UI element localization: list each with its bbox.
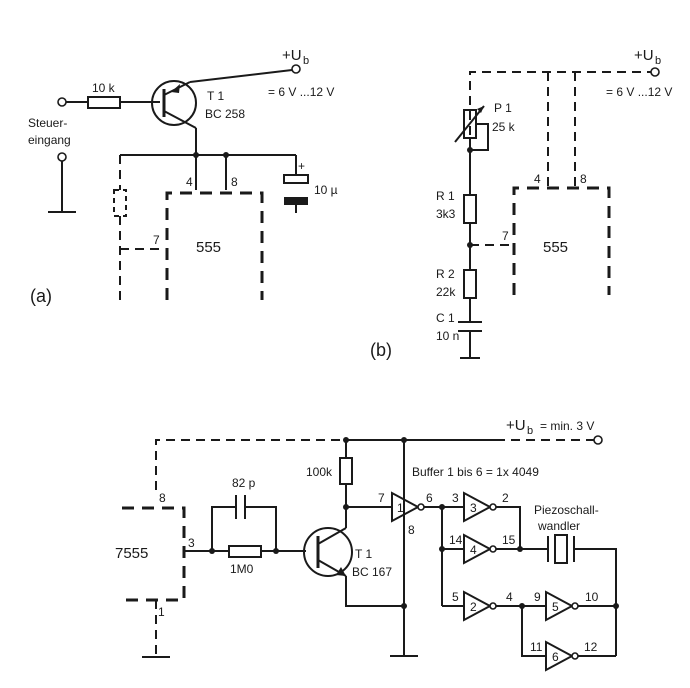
transistor-t1-a xyxy=(151,80,197,126)
buffer-5-in-pin: 9 xyxy=(534,590,541,604)
supply-terminal-a xyxy=(291,64,301,74)
pin8-b: 8 xyxy=(580,172,587,186)
control-input-label-2: eingang xyxy=(28,133,71,147)
circuit-b: +U b = 6 V ...12 V P 1 25 k R 1 3k3 R 2 … xyxy=(370,47,672,360)
buffer-6-out-pin: 12 xyxy=(584,640,598,654)
capacitor-82p-label: 82 p xyxy=(232,476,256,490)
ic-label-c: 7555 xyxy=(115,545,148,562)
buffer-3-in-pin: 3 xyxy=(452,491,459,505)
c1-name: C 1 xyxy=(436,311,455,325)
buffer-5 xyxy=(545,590,575,622)
pot-value-b: 25 k xyxy=(492,120,516,134)
buffer-5-id: 5 xyxy=(552,600,559,614)
resistor-1m0 xyxy=(228,545,262,558)
buffer-2 xyxy=(463,590,493,622)
circuit-c: +U b = min. 3 V Buffer 1 bis 6 = 1x 4049… xyxy=(115,417,619,672)
piezo-label-2: wandler xyxy=(537,519,580,533)
supply-label-b: +U xyxy=(634,47,654,64)
transistor-t1-c xyxy=(303,527,353,577)
pin8-c: 8 xyxy=(159,491,166,505)
resistor-10k-label: 10 k xyxy=(92,81,116,95)
r2-value: 22k xyxy=(436,285,456,299)
ic-label-a: 555 xyxy=(196,239,221,256)
buffer-3-out-pin: 2 xyxy=(502,491,509,505)
buffer-4-id: 4 xyxy=(470,543,477,557)
ground-terminal-a xyxy=(57,152,67,162)
buffer-2-in-pin: 5 xyxy=(452,590,459,604)
buffer-1-out-pin: 6 xyxy=(426,491,433,505)
buffer-1 xyxy=(391,491,421,523)
buffer-2-out-pin: 4 xyxy=(506,590,513,604)
control-input-label-1: Steuer- xyxy=(28,116,67,130)
transistor-type-c: BC 167 xyxy=(352,565,392,579)
ic-7555 xyxy=(122,506,186,602)
resistor-100k xyxy=(339,457,353,485)
r1-value: 3k3 xyxy=(436,207,456,221)
buffer-6 xyxy=(545,640,575,672)
buffer-3-id: 3 xyxy=(470,501,477,515)
piezo-label-1: Piezoschall- xyxy=(534,503,599,517)
pin7-a: 7 xyxy=(153,233,160,247)
pin4-a: 4 xyxy=(186,175,193,189)
supply-terminal-c xyxy=(593,435,603,445)
buffer-4-out-pin: 15 xyxy=(502,533,516,547)
r1-name: R 1 xyxy=(436,189,455,203)
buffer-4-in-pin: 14 xyxy=(449,533,463,547)
buffer-1-supply-pin: 8 xyxy=(408,523,415,537)
buffer-6-id: 6 xyxy=(552,650,559,664)
supply-sub-c: b xyxy=(527,425,533,437)
capacitor-10u xyxy=(284,197,308,205)
pin1-c: 1 xyxy=(158,605,165,619)
c1-value: 10 n xyxy=(436,329,459,343)
supply-range-b: = 6 V ...12 V xyxy=(606,85,672,99)
pot-name-b: P 1 xyxy=(494,101,512,115)
buffer-1-id: 1 xyxy=(397,501,404,515)
supply-terminal-b xyxy=(650,67,660,77)
pin3-c: 3 xyxy=(188,536,195,550)
control-input-terminal xyxy=(57,97,67,107)
supply-sub-a: b xyxy=(303,55,309,67)
r2-name: R 2 xyxy=(436,267,455,281)
supply-min-c: = min. 3 V xyxy=(540,419,594,433)
buffer-3 xyxy=(463,491,493,523)
capacitor-label-a: 10 µ xyxy=(314,183,338,197)
circuit-a: +U b = 6 V ...12 V 10 k Steuer- eingang … xyxy=(28,47,338,306)
capacitor-polarity-a: + xyxy=(298,159,305,173)
transistor-name-a: T 1 xyxy=(207,89,224,103)
resistor-r1 xyxy=(463,194,477,224)
resistor-r2 xyxy=(463,269,477,299)
transistor-name-c: T 1 xyxy=(355,547,372,561)
pin8-a: 8 xyxy=(231,175,238,189)
panel-b-label: (b) xyxy=(370,340,392,360)
resistor-1m0-label: 1M0 xyxy=(230,562,254,576)
ic-label-b: 555 xyxy=(543,239,568,256)
buffer-1-in-pin: 7 xyxy=(378,491,385,505)
panel-a-label: (a) xyxy=(30,286,52,306)
buffer-2-id: 2 xyxy=(470,600,477,614)
resistor-10k xyxy=(87,96,121,109)
supply-label-c: +U xyxy=(506,417,526,434)
supply-sub-b: b xyxy=(655,55,661,67)
supply-label-a: +U xyxy=(282,47,302,64)
transistor-type-a: BC 258 xyxy=(205,107,245,121)
pin7-b: 7 xyxy=(502,229,509,243)
buffer-6-in-pin: 11 xyxy=(530,640,543,654)
optional-resistor-a xyxy=(113,189,127,217)
pin4-b: 4 xyxy=(534,172,541,186)
resistor-100k-label: 100k xyxy=(306,465,333,479)
buffer-note: Buffer 1 bis 6 = 1x 4049 xyxy=(412,465,539,479)
buffer-5-out-pin: 10 xyxy=(585,590,599,604)
buffer-4 xyxy=(463,533,493,565)
supply-range-a: = 6 V ...12 V xyxy=(268,85,334,99)
